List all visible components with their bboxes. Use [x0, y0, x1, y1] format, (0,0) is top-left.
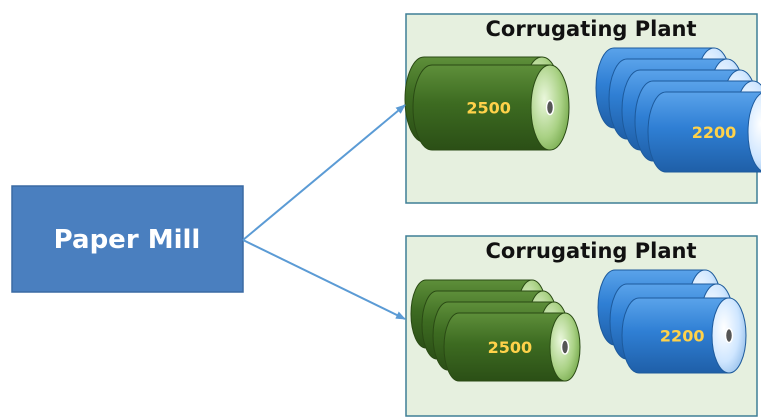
roll-core — [560, 339, 570, 355]
roll-core — [545, 99, 555, 116]
green-roll-stack: 2500 — [410, 279, 581, 382]
plant-title: Corrugating Plant — [486, 17, 697, 41]
blue-roll-stack: 2200 — [597, 269, 747, 374]
roll-end-face — [747, 92, 761, 172]
roll-body — [443, 312, 566, 382]
paper-mill-box — [11, 185, 244, 293]
roll-quantity-label: 2500 — [488, 338, 533, 357]
blue-roll-stack: 2200 — [595, 47, 761, 173]
green-roll-stack: 2500 — [404, 56, 570, 151]
roll-core — [724, 327, 734, 344]
roll-quantity-label: 2200 — [660, 327, 705, 346]
roll-quantity-label: 2500 — [466, 99, 511, 118]
paper-mill-label: Paper Mill — [54, 225, 201, 255]
corrugating-plant-2: Corrugating Plant 2500 2200 — [405, 235, 758, 417]
paper-mill: Paper Mill — [11, 185, 244, 293]
roll-quantity-label: 2200 — [692, 123, 737, 142]
arrow-to-plant-2 — [242, 239, 406, 320]
corrugating-plant-1: Corrugating Plant 2500 2200 — [404, 13, 761, 204]
plant-title: Corrugating Plant — [486, 239, 697, 263]
roll-body — [412, 64, 551, 151]
roll-body — [621, 297, 730, 374]
green-roll: 2500 — [412, 64, 570, 151]
blue-roll: 2200 — [647, 91, 761, 173]
green-roll: 2500 — [443, 312, 581, 382]
roll-body — [647, 91, 761, 173]
arrow-to-plant-1 — [242, 104, 406, 241]
blue-roll: 2200 — [621, 297, 747, 374]
